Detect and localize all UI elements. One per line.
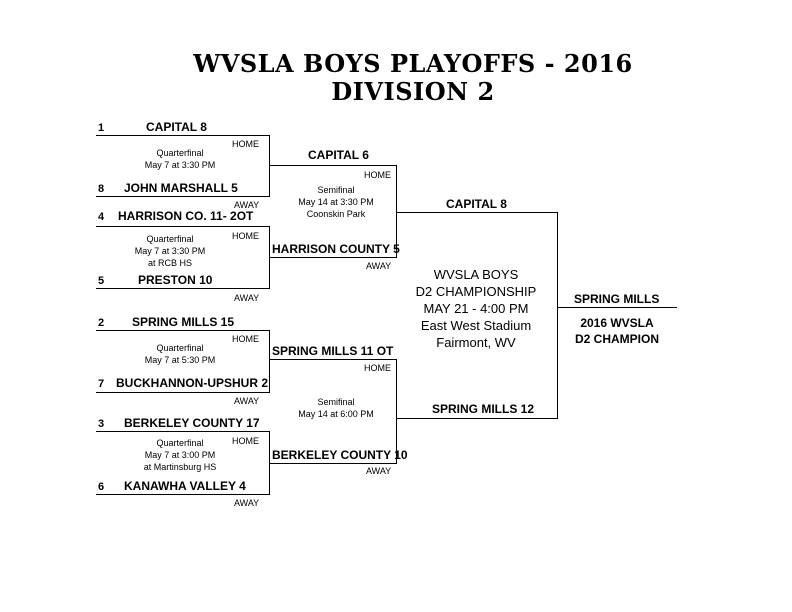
- home-label: HOME: [232, 334, 259, 344]
- team-name: SPRING MILLS 11 OT: [272, 344, 394, 358]
- team-name: BUCKHANNON-UPSHUR 2: [116, 376, 269, 390]
- team-name: CAPITAL 8: [446, 197, 507, 211]
- team-name: BERKELEY COUNTY 17: [124, 416, 260, 430]
- bracket-line: [269, 165, 396, 166]
- away-label: AWAY: [366, 261, 392, 271]
- bracket-connector: [269, 135, 270, 197]
- team-name: HARRISON CO. 11- 2OT: [118, 209, 254, 223]
- team-name: BERKELEY COUNTY 10: [272, 448, 408, 462]
- team-name: HARRISON COUNTY 5: [272, 242, 400, 256]
- seed-label: 5: [98, 275, 105, 287]
- page-subtitle: DIVISION 2: [331, 77, 495, 106]
- game-info-line: May 14 at 6:00 PM: [298, 409, 374, 419]
- team-name: PRESTON 10: [138, 273, 213, 287]
- bracket-line: [96, 196, 269, 197]
- champion-label: 2016 WVSLA: [580, 316, 654, 330]
- team-name: JOHN MARSHALL 5: [124, 181, 238, 195]
- bracket-line: [557, 307, 677, 308]
- champion-label: D2 CHAMPION: [574, 332, 659, 346]
- game-info-line: at Martinsburg HS: [143, 462, 217, 472]
- bracket-line: [396, 418, 557, 419]
- game-info-line: at RCB HS: [147, 258, 192, 268]
- game-info-line: Quarterfinal: [156, 148, 204, 158]
- home-label: HOME: [364, 363, 391, 373]
- page-title: WVSLA BOYS PLAYOFFS - 2016: [193, 49, 633, 78]
- seed-label: 2: [98, 317, 105, 329]
- seed-label: 6: [98, 481, 105, 493]
- game-info-line: May 7 at 5:30 PM: [144, 355, 216, 365]
- game-info-line: Quarterfinal: [156, 343, 204, 353]
- seed-label: 3: [98, 418, 105, 430]
- away-label: AWAY: [234, 498, 260, 508]
- game-info-line: Quarterfinal: [146, 234, 194, 244]
- away-label: AWAY: [234, 293, 260, 303]
- seed-label: 7: [98, 378, 105, 390]
- home-label: HOME: [232, 436, 259, 446]
- seed-label: 8: [98, 183, 105, 195]
- home-label: HOME: [232, 139, 259, 149]
- bracket-line: [96, 431, 269, 432]
- championship-info-line: East West Stadium: [420, 318, 532, 333]
- bracket-line: [96, 392, 269, 393]
- champion-team: SPRING MILLS: [574, 292, 660, 306]
- bracket-line: [96, 135, 269, 136]
- championship-info-line: MAY 21 - 4:00 PM: [423, 301, 529, 316]
- away-label: AWAY: [234, 200, 260, 210]
- away-label: AWAY: [366, 466, 392, 476]
- game-info-line: Semifinal: [317, 185, 355, 195]
- team-name: CAPITAL 6: [308, 148, 369, 162]
- seed-label: 4: [98, 211, 105, 223]
- team-name: SPRING MILLS 15: [132, 315, 235, 329]
- bracket-line: [96, 494, 269, 495]
- team-name: KANAWHA VALLEY 4: [124, 479, 246, 493]
- bracket-line: [269, 257, 396, 258]
- game-info-line: May 7 at 3:30 PM: [144, 160, 216, 170]
- bracket-connector: [396, 165, 397, 258]
- bracket-connector: [396, 359, 397, 464]
- bracket-line: [269, 359, 396, 360]
- championship-info-line: D2 CHAMPIONSHIP: [415, 284, 537, 299]
- game-info-line: May 7 at 3:00 PM: [144, 450, 216, 460]
- bracket-connector: [557, 212, 558, 419]
- home-label: HOME: [364, 170, 391, 180]
- bracket-line: [96, 330, 269, 331]
- championship-info-line: WVSLA BOYS: [433, 267, 519, 282]
- bracket-line: [96, 226, 269, 227]
- home-label: HOME: [232, 231, 259, 241]
- game-info-line: May 14 at 3:30 PM: [298, 197, 374, 207]
- away-label: AWAY: [234, 396, 260, 406]
- game-info-line: Coonskin Park: [306, 209, 366, 219]
- bracket-connector: [269, 330, 270, 393]
- bracket-line: [396, 212, 557, 213]
- championship-info-line: Fairmont, WV: [436, 335, 516, 350]
- bracket-line: [269, 463, 396, 464]
- team-name: CAPITAL 8: [146, 120, 207, 134]
- game-info-line: Quarterfinal: [156, 438, 204, 448]
- game-info-line: Semifinal: [317, 397, 355, 407]
- bracket-line: [96, 288, 269, 289]
- seed-label: 1: [98, 122, 105, 134]
- game-info-line: May 7 at 3:30 PM: [134, 246, 206, 256]
- team-name: SPRING MILLS 12: [432, 402, 535, 416]
